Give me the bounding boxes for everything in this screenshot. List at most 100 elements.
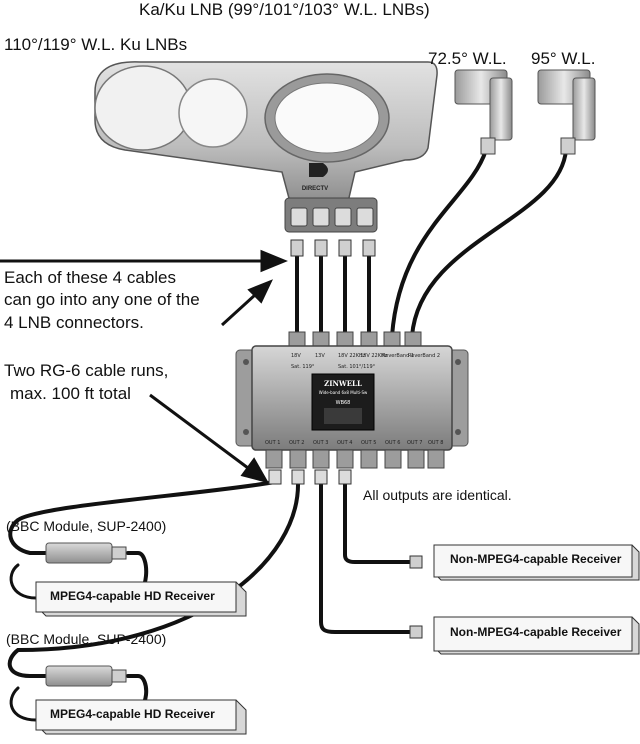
ms-out-connector-2 — [291, 469, 305, 485]
ms-screw-1 — [243, 359, 249, 365]
receiver-std-2-box — [409, 616, 640, 655]
ms-output-port-4 — [336, 449, 354, 469]
receiver-std-1-box — [409, 544, 640, 581]
bbc-module-2-label: (BBC Module, SUP-2400) — [6, 631, 167, 647]
lnb-95-cable — [410, 148, 568, 338]
dish-connector-4 — [362, 239, 376, 257]
lnb-72-5 — [454, 69, 513, 155]
lnb-72-neck — [489, 77, 513, 141]
receiver-std-1-face — [433, 544, 633, 578]
ms-screw-3 — [455, 359, 461, 365]
out-cable-4 — [343, 480, 416, 564]
ms-input-label-6: ReverBand 2 — [408, 353, 440, 359]
ms-output-port-1 — [265, 449, 283, 469]
outputs-note: All outputs are identical. — [363, 487, 512, 503]
bbc-module-2-body — [45, 665, 113, 687]
ms-out-connector-1 — [268, 469, 282, 485]
ms-input-labels: 18V 13V 18V 22KHz 13V 22KHz ReverBand 1 … — [291, 353, 440, 370]
arrow-connectors-line — [220, 293, 257, 327]
ms-output-port-3 — [312, 449, 330, 469]
lnb-95 — [537, 69, 596, 155]
ms-output-label-6: OUT 6 — [385, 440, 400, 446]
ms-screw-2 — [243, 429, 249, 435]
lnb-port-2 — [312, 207, 330, 227]
ms-output-port-7 — [407, 449, 425, 469]
lnb-95-label: 95° W.L. — [531, 49, 596, 68]
ms-output-port-8 — [427, 449, 445, 469]
multiswitch-outputs — [265, 449, 445, 469]
cables-note-line-3: 4 LNB connectors. — [4, 313, 144, 332]
lnb-95-neck — [572, 77, 596, 141]
ms-output-port-6 — [384, 449, 402, 469]
dish-connector-3 — [338, 239, 352, 257]
hd1-jumper — [9, 563, 38, 600]
ms-out-connector-4 — [338, 469, 352, 485]
ms-output-label-3: OUT 3 — [313, 440, 328, 446]
receiver-std-1-label: Non-MPEG4-capable Receiver — [450, 552, 622, 566]
dish-lnb-assembly: DIRECTV — [94, 61, 438, 257]
receiver-std-2-face — [433, 616, 633, 652]
arrow-connectors-head — [247, 279, 273, 304]
hd2-jumper — [9, 686, 38, 722]
directv-logo-mark — [309, 163, 328, 177]
ms-input-note: Sat. 119° — [291, 364, 315, 370]
ms-input-label-4: 13V 22KHz — [360, 353, 388, 359]
ms-output-port-5 — [360, 449, 378, 469]
ms-input-note-2: Sat. 101°/119° — [338, 364, 376, 370]
lnb-72-label: 72.5° W.L. — [428, 49, 507, 68]
ku-lnbs-label: 110°/119° W.L. Ku LNBs — [4, 35, 188, 54]
dish-logo-text: DIRECTV — [302, 186, 328, 192]
cables-note-line-2: can go into any one of the — [4, 290, 200, 309]
rg6-note-line-2: max. 100 ft total — [10, 384, 131, 403]
arrow-rg6-head — [240, 457, 270, 484]
dish-cable-connectors — [290, 239, 376, 257]
lnb-connector-block — [284, 197, 378, 233]
ms-input-label-2: 13V — [315, 353, 325, 359]
dish-connector-2 — [314, 239, 328, 257]
out-cable-2 — [7, 480, 301, 678]
dish-connector-1 — [290, 239, 304, 257]
ms-output-label-8: OUT 8 — [428, 440, 443, 446]
lnb-port-4 — [356, 207, 374, 227]
receiver-hd-1-label: MPEG4-capable HD Receiver — [50, 589, 215, 603]
ms-brand: ZINWELL — [324, 379, 362, 388]
lnb-port-3 — [334, 207, 352, 227]
bbc-module-1-label: (BBC Module, SUP-2400) — [6, 518, 167, 534]
ms-output-label-4: OUT 4 — [337, 440, 352, 446]
lnb-72-cable — [390, 148, 488, 338]
ms-output-label-2: OUT 2 — [289, 440, 304, 446]
receiver-std-2-connector — [409, 625, 423, 639]
cables — [7, 148, 568, 722]
bbc-module-2 — [45, 665, 127, 687]
lnb-port-1 — [290, 207, 308, 227]
ms-screw-4 — [455, 429, 461, 435]
out-cable-1 — [8, 480, 277, 555]
bbc-module-2-port — [111, 669, 127, 683]
ms-model: WB68 — [336, 400, 351, 406]
ku-lnb-horn-1 — [94, 65, 192, 151]
receiver-hd-2-face — [35, 699, 237, 731]
ms-out-connector-3 — [314, 469, 328, 485]
ms-subtitle: Wide-band 6x8 Multi-Sw — [319, 390, 368, 395]
rg6-note-line-1: Two RG-6 cable runs, — [4, 361, 169, 380]
ms-output-port-2 — [289, 449, 307, 469]
receiver-hd-1-face — [35, 581, 237, 613]
ms-input-label-3: 18V 22KHz — [338, 353, 366, 359]
receiver-hd-2-box — [35, 699, 247, 735]
arrows — [0, 249, 288, 484]
bbc-module-1 — [45, 542, 127, 564]
ms-label-plate — [311, 373, 375, 431]
bbc-module-1-port — [111, 546, 127, 560]
ms-output-label-5: OUT 5 — [361, 440, 376, 446]
receiver-hd-2-label: MPEG4-capable HD Receiver — [50, 707, 215, 721]
ms-input-label-5: ReverBand 1 — [382, 353, 414, 359]
ms-output-label-1: OUT 1 — [265, 440, 280, 446]
receiver-std-2-label: Non-MPEG4-capable Receiver — [450, 625, 622, 639]
receiver-std-1-connector — [409, 555, 423, 569]
multiswitch: 18V 13V 18V 22KHz 13V 22KHz ReverBand 1 … — [235, 331, 469, 485]
cables-note-line-1: Each of these 4 cables — [4, 268, 177, 287]
arrow-cables-head — [260, 249, 288, 273]
ka-ku-lnb-horn — [274, 82, 380, 154]
